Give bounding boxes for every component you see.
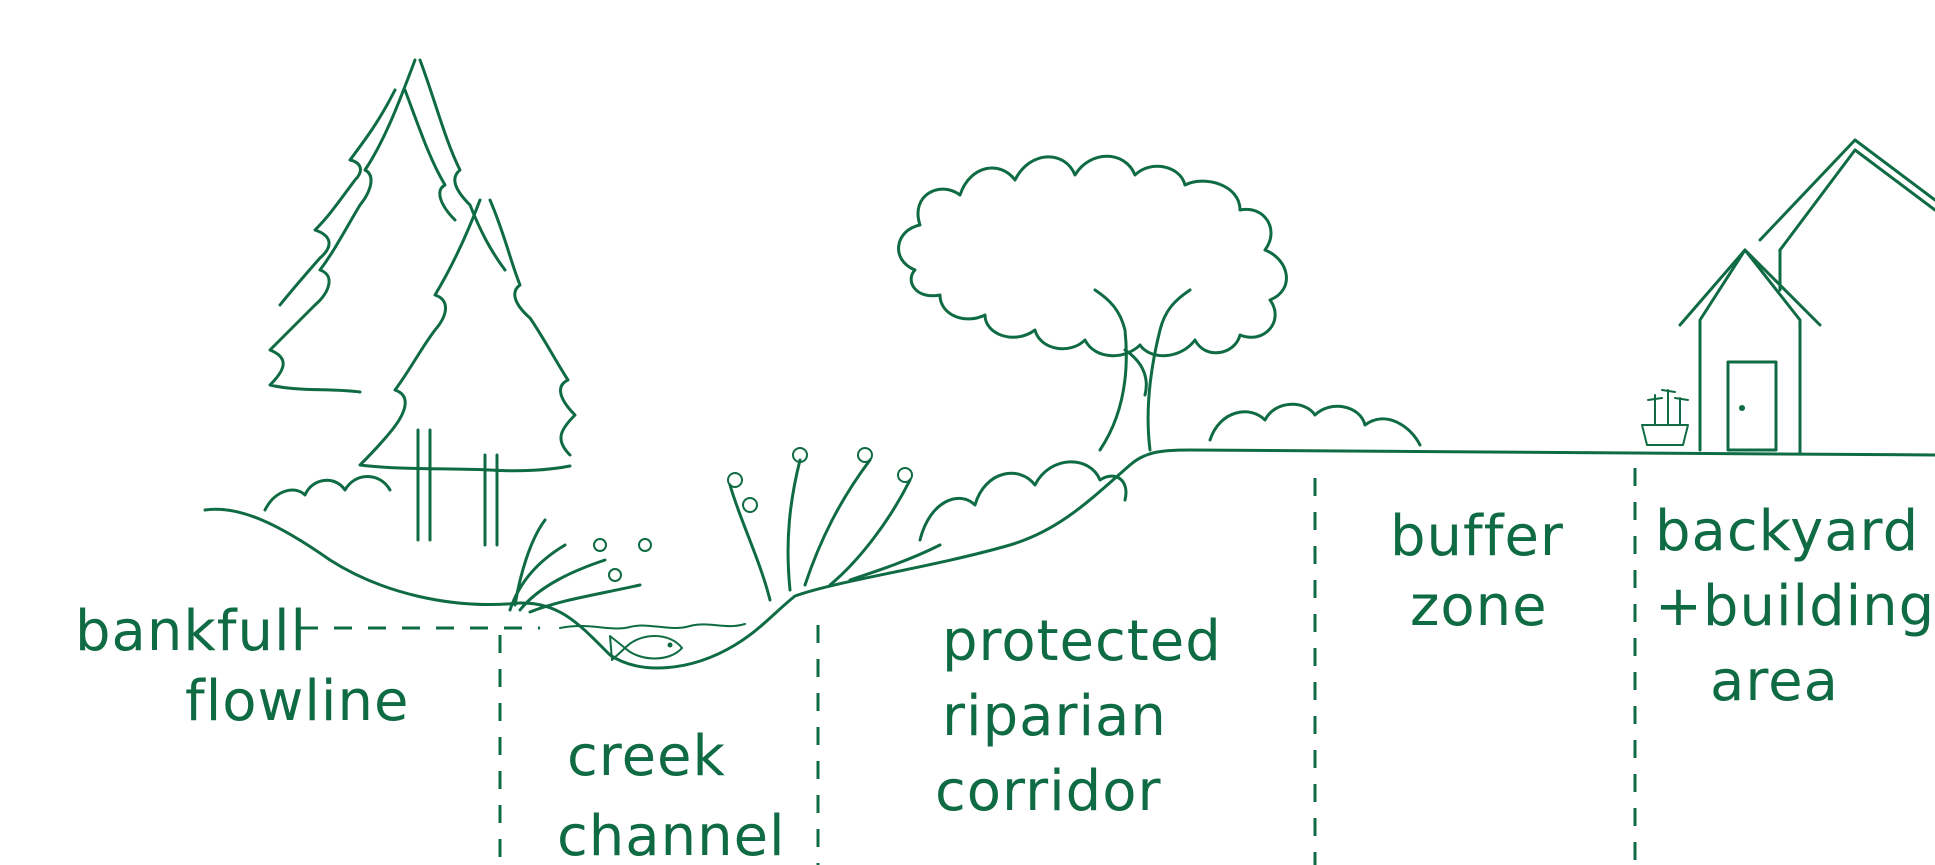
label-building: +building — [1655, 574, 1935, 639]
creek-water — [560, 624, 745, 628]
label-channel: channel — [557, 804, 786, 865]
label-creek: creek — [567, 724, 726, 789]
riparian-shrubs — [728, 404, 1420, 600]
house-icon — [1680, 140, 1935, 452]
fish-icon — [610, 636, 682, 660]
label-bankfull: bankfull — [75, 599, 307, 664]
label-riparian: riparian — [942, 684, 1167, 749]
potted-plant-icon — [1642, 390, 1688, 445]
label-flowline: flowline — [185, 669, 409, 734]
label-zone: zone — [1410, 574, 1548, 639]
label-backyard: backyard — [1655, 499, 1919, 564]
conifer-trees — [270, 60, 575, 545]
creek-bank-shrubs — [265, 477, 651, 613]
label-corridor: corridor — [935, 759, 1162, 824]
label-area: area — [1710, 649, 1839, 714]
deciduous-tree — [899, 156, 1287, 450]
label-buffer: buffer — [1390, 504, 1564, 569]
label-protected: protected — [942, 609, 1222, 674]
